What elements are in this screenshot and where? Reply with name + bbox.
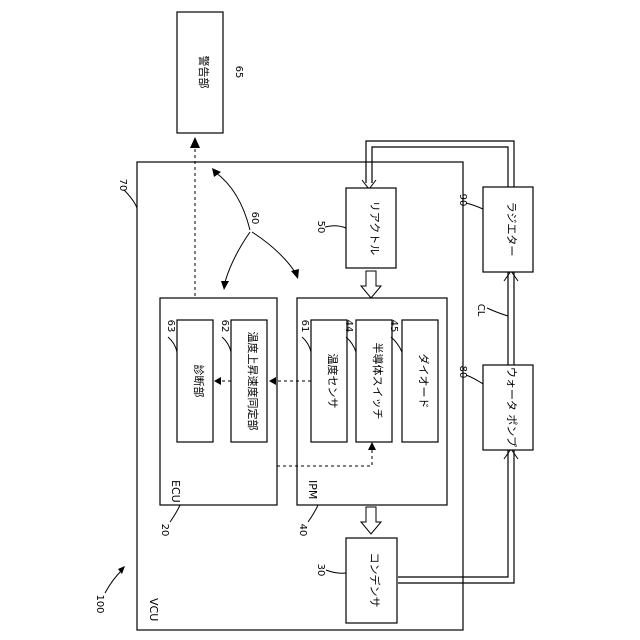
diagnosis-to-warning-arrowhead [190, 137, 200, 148]
ref-70: 70 [117, 179, 128, 192]
water-pump-label: ウォータ ポンプ [505, 367, 518, 447]
semiconductor-switch-label: 半導体スイッチ [371, 343, 385, 420]
diagnosis-label: 診断部 [192, 365, 206, 398]
ref-65: 65 [233, 66, 244, 79]
diode-label: ダイオード [417, 354, 431, 409]
ref-100: 100 [94, 594, 105, 613]
temp-sensor-label: 温度センサ [326, 354, 340, 409]
ref-20: 20 [159, 524, 170, 537]
ref-50: 50 [315, 221, 326, 234]
ref-60: 60 [249, 212, 260, 225]
ref-40: 40 [297, 524, 308, 537]
reactor-label: リアクトル [368, 201, 381, 255]
vcu-label: VCU [147, 598, 160, 621]
ecu-label: ECU [169, 480, 182, 503]
ref-61: 61 [299, 320, 310, 333]
water-pump-label-text: ウォータ ポンプ [505, 367, 518, 447]
coolant-label: CL [475, 304, 486, 317]
condenser-label: コンデンサ [368, 553, 382, 608]
ref-62: 62 [219, 320, 230, 333]
leader-cl [487, 308, 508, 316]
temp-rise-rate-label: 温度上昇速度同定部 [246, 332, 260, 431]
ref-63: 63 [165, 320, 176, 333]
ref-30: 30 [315, 564, 326, 577]
ref-44: 44 [343, 320, 354, 333]
radiator-label: ラジエター [505, 202, 518, 257]
ref-45: 45 [388, 320, 399, 333]
leader-70 [124, 190, 137, 208]
ref-90: 90 [457, 194, 468, 207]
ref-80: 80 [457, 366, 468, 379]
ipm-label: IPM [306, 480, 319, 499]
warning-unit-label: 警告部 [197, 56, 211, 89]
leader-100 [105, 570, 122, 593]
